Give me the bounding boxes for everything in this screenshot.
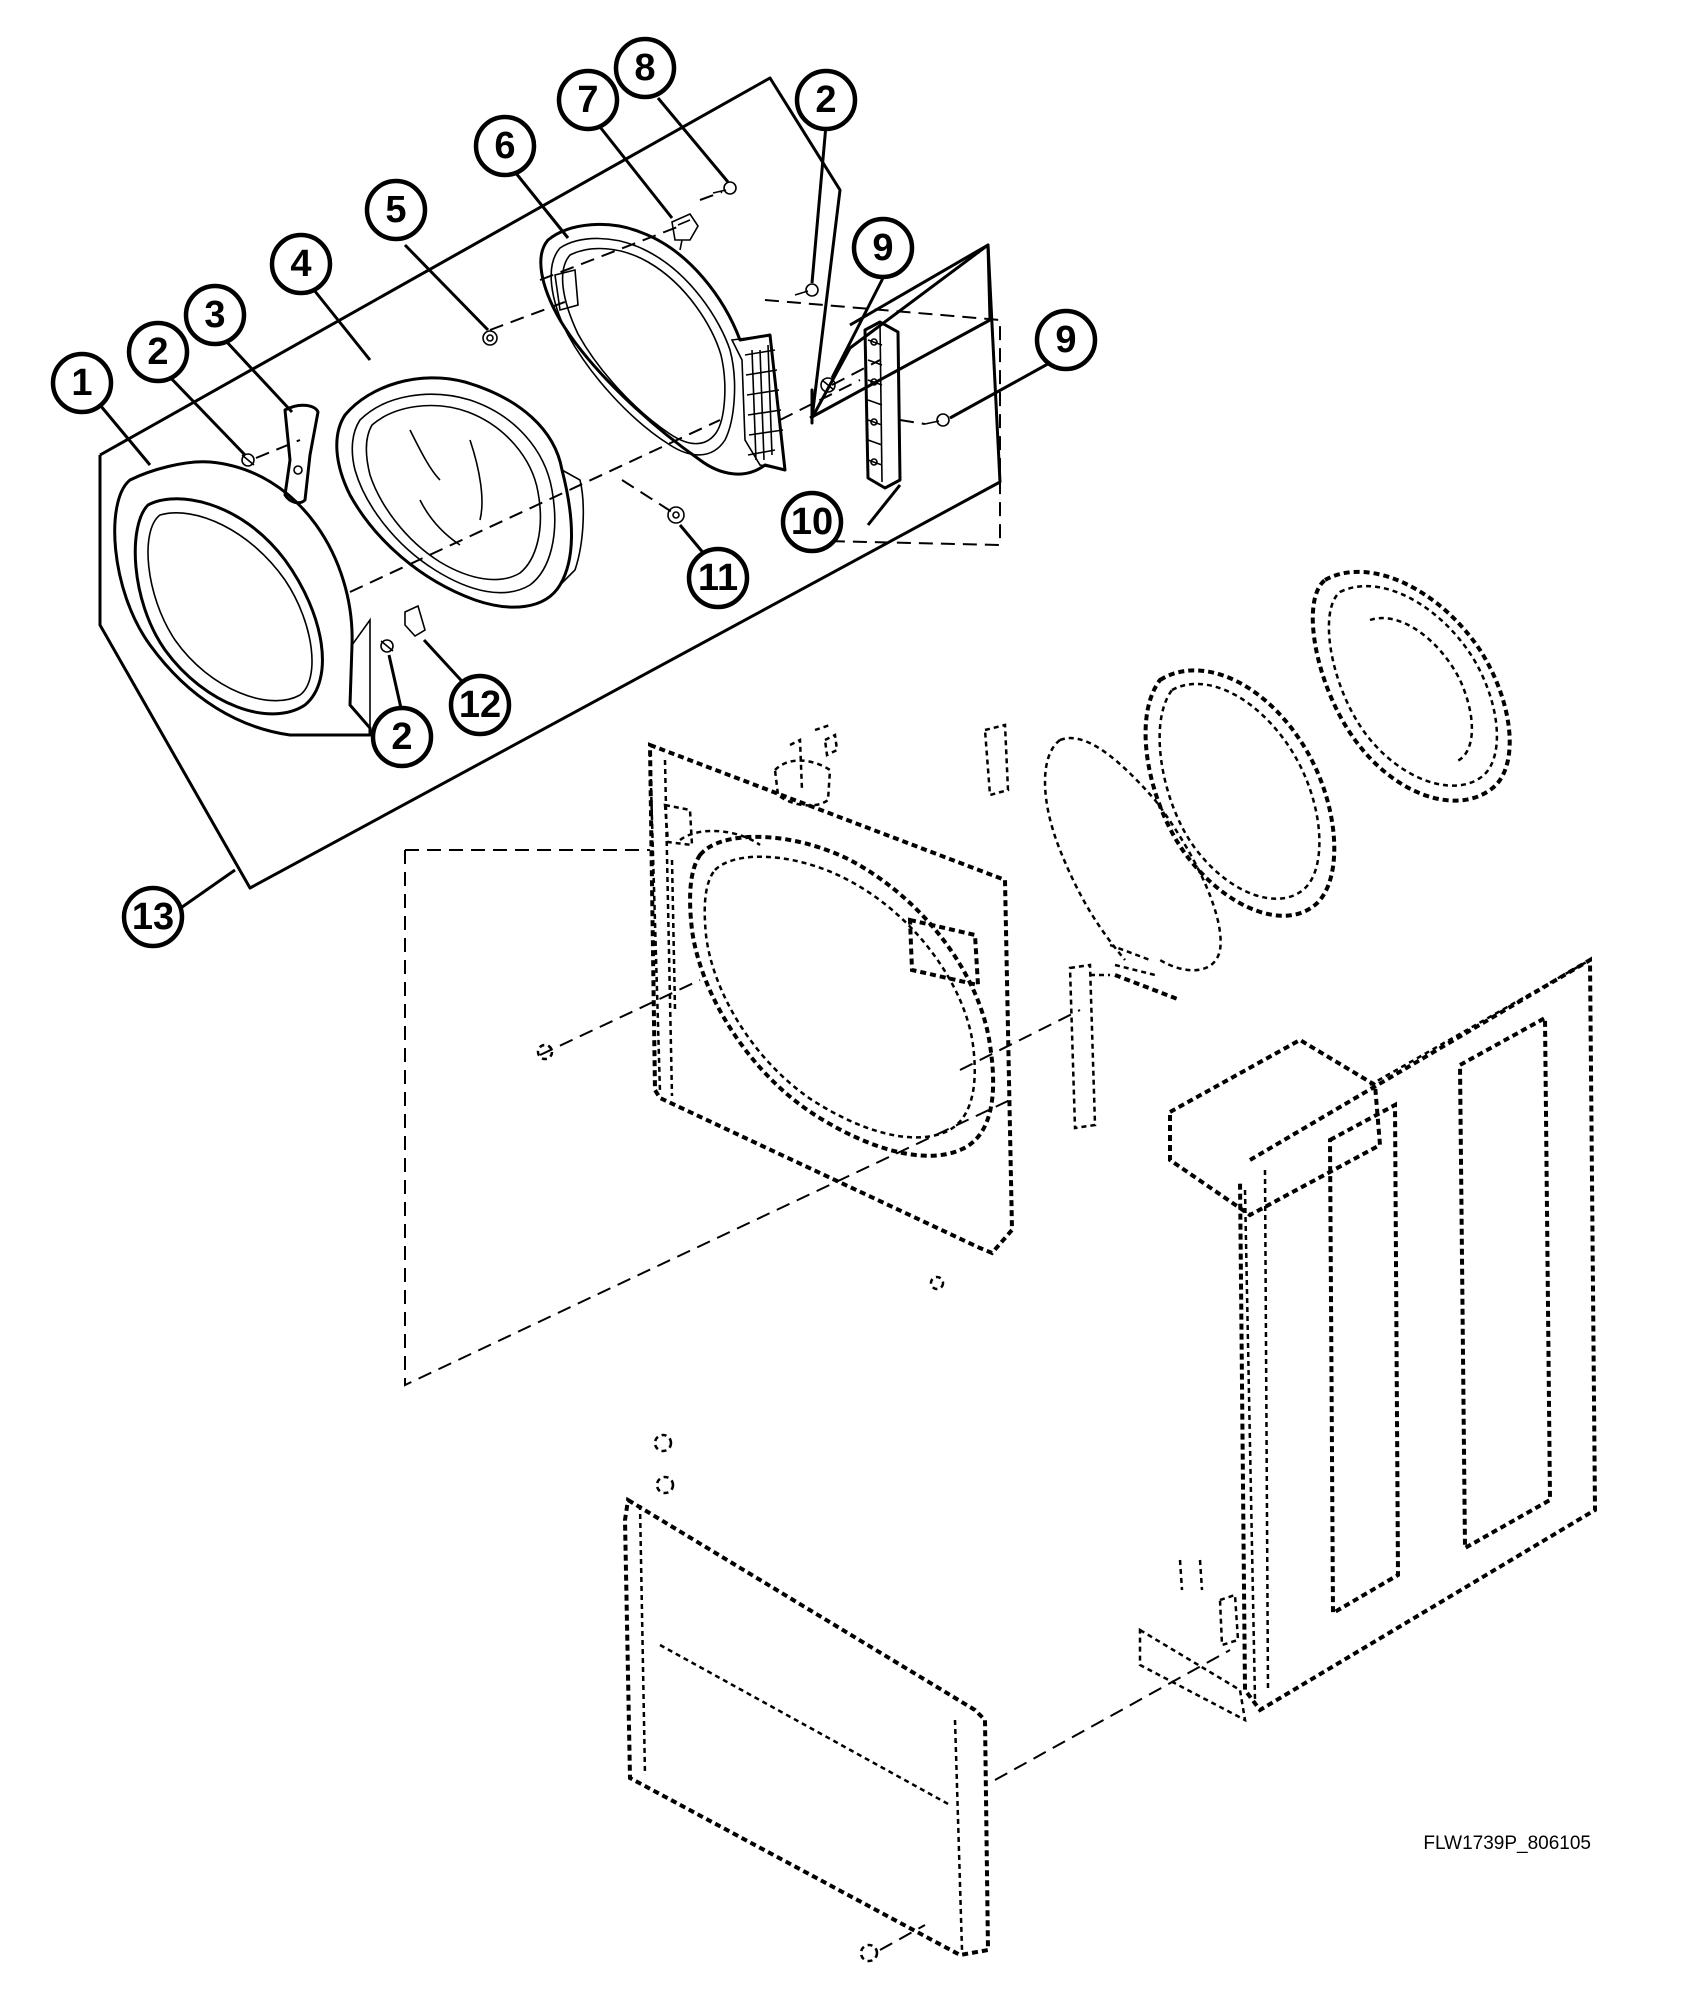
part-hinge xyxy=(863,320,902,490)
svg-text:6: 6 xyxy=(494,125,515,167)
front-panel-phantom xyxy=(404,742,1081,1387)
svg-text:12: 12 xyxy=(459,684,501,726)
kick-panel-phantom xyxy=(622,1496,1231,1958)
callout-2-door-screw: 2 xyxy=(126,320,190,384)
door-seal-clamp-ring xyxy=(1043,736,1222,977)
callout-1: 1 xyxy=(50,351,114,415)
svg-text:2: 2 xyxy=(147,331,168,373)
phantom-hardware xyxy=(536,723,1151,1963)
svg-text:8: 8 xyxy=(634,47,655,89)
part-nut-upper xyxy=(482,330,498,346)
part-screw xyxy=(241,439,301,467)
callout-2-lower-screw: 2 xyxy=(370,705,434,769)
svg-text:2: 2 xyxy=(815,79,836,121)
part-latch-clip xyxy=(671,212,699,251)
part-latch-tab xyxy=(404,604,426,638)
part-hinge-cover xyxy=(283,403,320,505)
leader-lines xyxy=(98,97,1056,914)
callout-9-left: 9 xyxy=(851,216,915,280)
svg-text:9: 9 xyxy=(1055,319,1076,361)
svg-text:11: 11 xyxy=(698,557,738,599)
cabinet-phantom xyxy=(1138,956,1598,1723)
callout-8: 8 xyxy=(613,36,677,100)
part-door-bezel xyxy=(113,460,372,737)
callout-2-right-screw: 2 xyxy=(794,68,858,132)
spring-phantom xyxy=(1090,973,1181,1002)
callout-11: 11 xyxy=(686,546,750,610)
svg-text:2: 2 xyxy=(391,716,412,758)
part-door-glass xyxy=(335,376,585,609)
part-screw-lower xyxy=(380,639,394,653)
figure-id: FLW1739P_806105 xyxy=(1423,1833,1591,1854)
part-screw-hinge-right xyxy=(924,413,950,427)
callout-5: 5 xyxy=(364,178,428,242)
svg-text:5: 5 xyxy=(385,189,406,231)
part-screw-hinge-left xyxy=(820,377,836,393)
svg-text:4: 4 xyxy=(290,243,311,285)
part-nut-lower xyxy=(667,506,685,524)
part-screw-right xyxy=(794,283,819,297)
callout-10: 10 xyxy=(780,490,844,554)
door-seal-ring xyxy=(1143,668,1337,918)
svg-text:7: 7 xyxy=(577,79,598,121)
callout-3: 3 xyxy=(183,283,247,347)
svg-text:13: 13 xyxy=(132,896,174,938)
svg-text:1: 1 xyxy=(71,362,92,404)
callout-7: 7 xyxy=(556,68,620,132)
tub-boot xyxy=(1310,569,1512,803)
part-inner-door-frame xyxy=(539,223,787,476)
part-screw-top xyxy=(699,181,737,201)
svg-text:10: 10 xyxy=(791,501,833,543)
callout-12: 12 xyxy=(448,673,512,737)
svg-text:9: 9 xyxy=(872,227,893,269)
assembly-lines xyxy=(349,225,1001,593)
callout-13: 13 xyxy=(121,885,185,949)
callout-9-right: 9 xyxy=(1034,308,1098,372)
callout-4: 4 xyxy=(269,232,333,296)
callout-6: 6 xyxy=(473,114,537,178)
svg-text:3: 3 xyxy=(204,294,225,336)
